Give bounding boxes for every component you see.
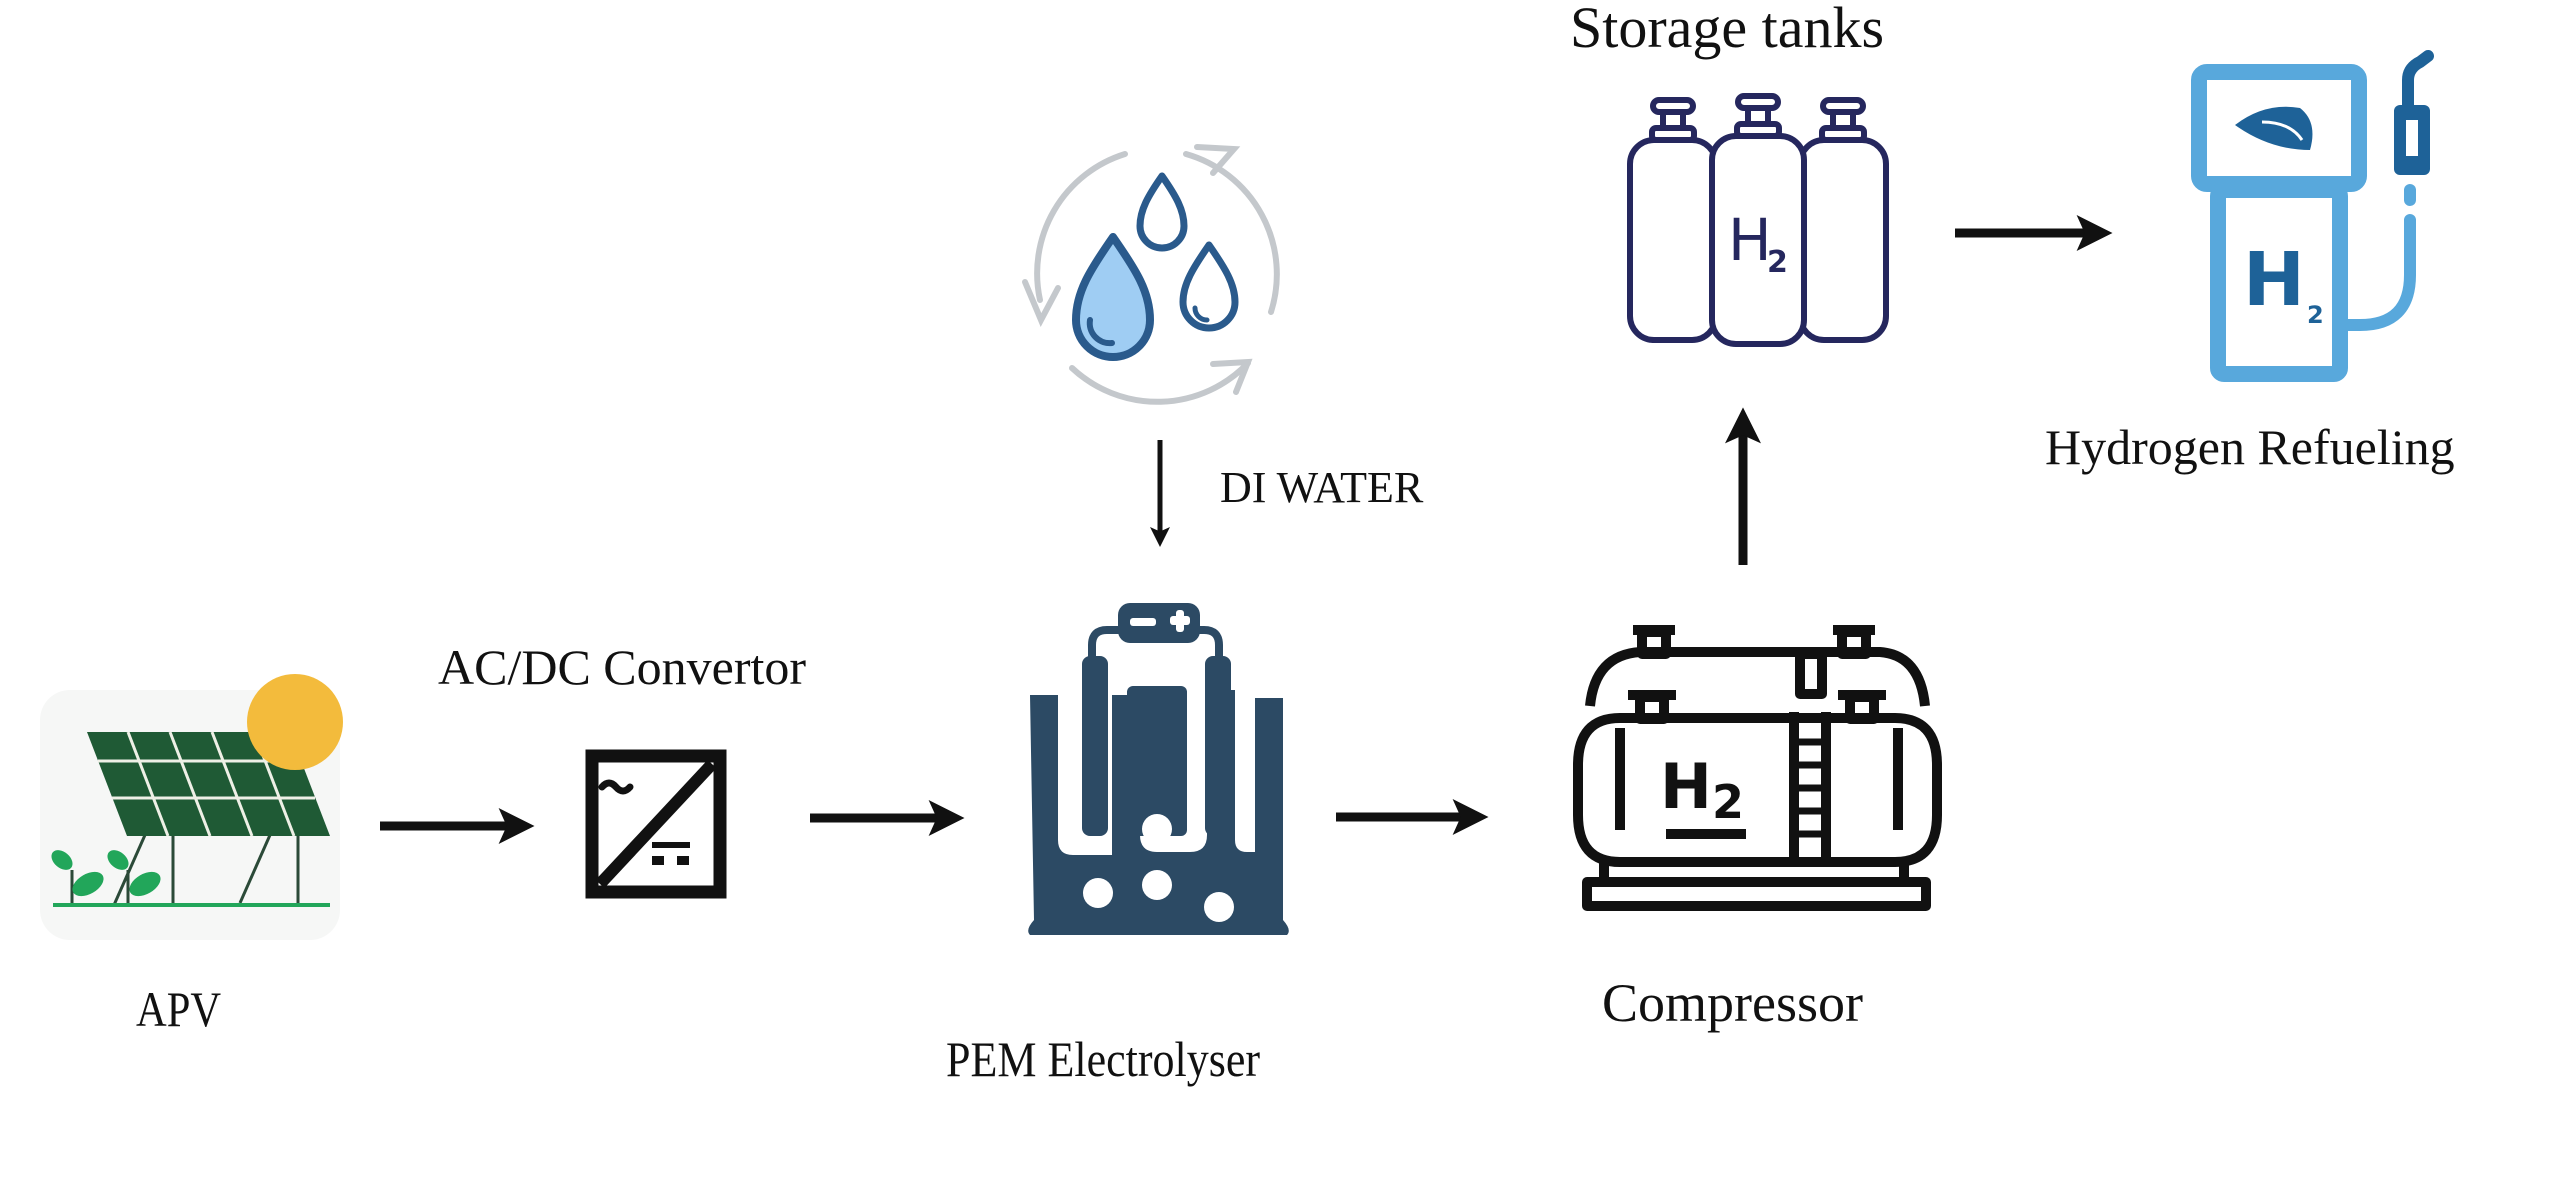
ac-wave-glyph (598, 779, 634, 795)
plant-icon (51, 850, 161, 903)
hydrogen-refueling-label: Hydrogen Refueling (2045, 419, 2455, 475)
gas-cylinders-icon (1627, 93, 1889, 347)
water-drop-top (1136, 172, 1188, 252)
compressor-label: Compressor (1602, 973, 1863, 1033)
apv-label: APV (136, 981, 222, 1037)
storage-h2-subscript: 2 (1767, 245, 1788, 280)
storage-h2-text: H (1728, 206, 1772, 274)
compressor-h2-text: H (1660, 750, 1712, 823)
pump-h2-text: H (2243, 237, 2305, 323)
di-water-label: DI WATER (1220, 463, 1424, 512)
ac-dc-converter-icon (585, 749, 727, 899)
gas-bubbles (1083, 814, 1234, 922)
water-cycle-icon (1022, 144, 1280, 405)
recycle-arrows-icon (1022, 144, 1280, 405)
electrolyser-icon (1028, 603, 1289, 935)
water-drop-large (1072, 233, 1154, 361)
storage-tanks-label: Storage tanks (1570, 0, 1885, 60)
pem-electrolyser-label: PEM Electrolyser (946, 1031, 1261, 1087)
water-drop-right (1179, 241, 1239, 332)
hydrogen-pump-icon (2191, 50, 2434, 382)
leaf-icon (2235, 106, 2313, 150)
hydrogen-compressor-icon (1573, 625, 1942, 911)
solar-panel-icon (40, 674, 343, 940)
compressor-h2-subscript: 2 (1712, 775, 1744, 829)
acdc-convertor-label: AC/DC Convertor (438, 639, 807, 695)
sun-icon (247, 674, 343, 770)
pump-h2-subscript: 2 (2307, 301, 2324, 329)
dc-line-glyph (652, 842, 690, 848)
